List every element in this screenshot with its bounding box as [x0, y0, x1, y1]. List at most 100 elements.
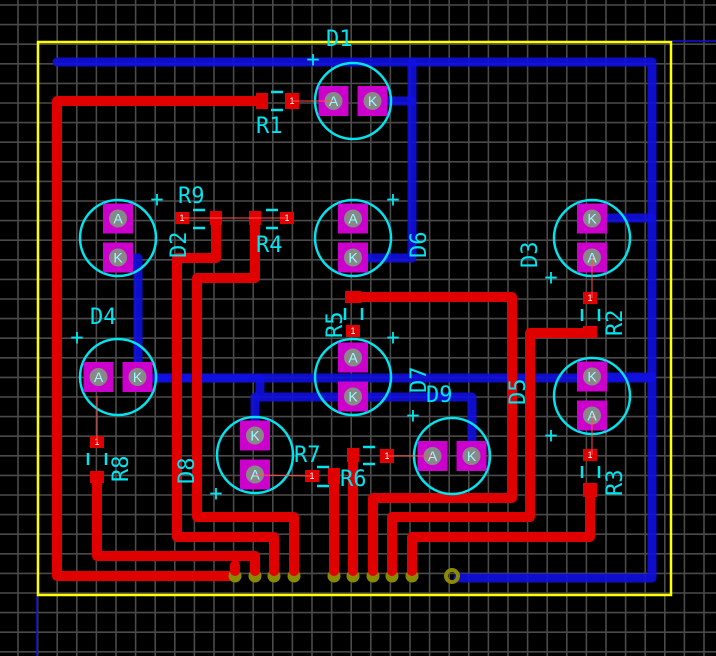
connector-pin-trace-end: [329, 560, 339, 576]
pad-label: K: [587, 211, 597, 227]
polarity-mark: +: [306, 48, 319, 73]
bottom-trace: [355, 392, 477, 461]
polarity-mark: +: [544, 424, 557, 449]
top-trace: [407, 485, 595, 581]
led-pad-hole: [583, 209, 601, 228]
connector-pin-trace-end: [230, 560, 240, 576]
led-outline: [78, 198, 158, 278]
board-outline: [36, 40, 673, 597]
led-d4[interactable]: A K + D4: [70, 305, 158, 417]
led-outline: [78, 337, 158, 417]
bottom-trace: [350, 57, 417, 263]
designator-label: D9: [426, 383, 453, 408]
resistor-pad: [328, 468, 340, 484]
led-d5[interactable]: KA+D5: [506, 356, 632, 449]
led-d2[interactable]: A K +D2: [78, 188, 192, 278]
pad-label: A: [94, 369, 104, 385]
pad-label: A: [250, 467, 260, 483]
resistor-r6-label: R6: [340, 467, 367, 492]
polarity-mark: +: [150, 188, 163, 213]
top-copper-layer: 111111111: [52, 93, 597, 584]
designator-label: D3: [518, 242, 543, 269]
designator-label: D4: [90, 305, 117, 330]
polarity-mark: +: [386, 326, 399, 351]
bottom-trace: [155, 373, 360, 402]
designator-label: D8: [175, 458, 200, 485]
led-pad-hole: [363, 92, 382, 110]
led-pad-hole: [128, 368, 147, 386]
led-pad-hole: [109, 209, 127, 228]
resistor-pad: [583, 326, 597, 338]
resistor-pad: [347, 448, 359, 462]
resistor-r8-label: R8: [109, 456, 134, 483]
designator-label: D6: [407, 232, 432, 259]
led-pad-hole: [583, 367, 601, 386]
board-outline-rect: [36, 40, 673, 597]
resistor-pad: [346, 325, 360, 337]
connector-pin-trace-end: [407, 560, 417, 576]
resistor-r2-label: R2: [603, 310, 628, 337]
resistor-pad: [345, 291, 361, 303]
led-d7[interactable]: A K + D7: [313, 326, 432, 417]
led-pad-hole: [462, 447, 481, 465]
top-trace: [192, 213, 299, 581]
pad-label: K: [348, 250, 358, 266]
pad-label: K: [587, 369, 597, 385]
connector-pin-trace-end: [368, 560, 378, 576]
pad-label: K: [113, 250, 123, 266]
designator-label: D5: [506, 379, 531, 406]
connector-pin-trace-end: [348, 560, 358, 576]
led-pad-hole: [246, 426, 264, 445]
ratsnest-line: [254, 474, 313, 477]
led-pad-hole: [109, 248, 127, 267]
pad-label: K: [348, 389, 358, 405]
pad-label: A: [113, 211, 123, 227]
pin1-label: 1: [587, 450, 592, 460]
connector-pin-trace-end: [289, 560, 299, 576]
connector-pin-trace-end: [269, 560, 279, 576]
top-trace: [172, 213, 279, 581]
top-trace: [387, 328, 595, 581]
resistor-r4-label: R4: [256, 233, 283, 258]
polarity-mark: +: [209, 482, 222, 507]
designator-label: D1: [326, 27, 353, 52]
led-d6[interactable]: AK+D6: [313, 188, 432, 278]
led-outline: [215, 415, 295, 495]
connector-pin-trace-end: [387, 560, 397, 576]
resistor-pad: [583, 483, 597, 497]
resistor-pad: [90, 471, 104, 483]
connector-pin: [444, 568, 460, 584]
resistor-r7-label: R7: [294, 443, 321, 468]
led-outline: [313, 337, 393, 417]
led-pad-hole: [246, 465, 264, 484]
led-pad-hole: [344, 248, 362, 267]
pad-label: K: [368, 93, 378, 109]
pad-label: A: [348, 350, 358, 366]
top-trace: [348, 292, 517, 581]
led-pad-hole: [344, 387, 362, 406]
led-d8[interactable]: K A + D8: [175, 415, 295, 507]
resistor-pad: [583, 449, 597, 461]
pin1-label: 1: [350, 326, 355, 336]
resistor-pad: [256, 93, 268, 109]
led-outline: [313, 198, 393, 278]
designator-label: D2: [167, 232, 192, 259]
connector-pin-trace-end: [250, 560, 260, 576]
pad-label: A: [348, 211, 358, 227]
pad-label: K: [133, 369, 143, 385]
resistor-r9-label: R9: [178, 184, 205, 209]
led-pad-hole: [89, 368, 108, 386]
resistor-r1-label: R1: [256, 114, 283, 139]
top-trace: [52, 96, 267, 581]
polarity-mark: +: [70, 326, 83, 351]
pad-label: K: [250, 428, 260, 444]
designator-label: D7: [407, 367, 432, 394]
polarity-mark: +: [406, 404, 419, 429]
pad-label: K: [467, 448, 477, 464]
led-pad-hole: [344, 209, 362, 228]
pin1-label: 1: [587, 293, 592, 303]
resistor-r3-label: R3: [603, 470, 628, 497]
